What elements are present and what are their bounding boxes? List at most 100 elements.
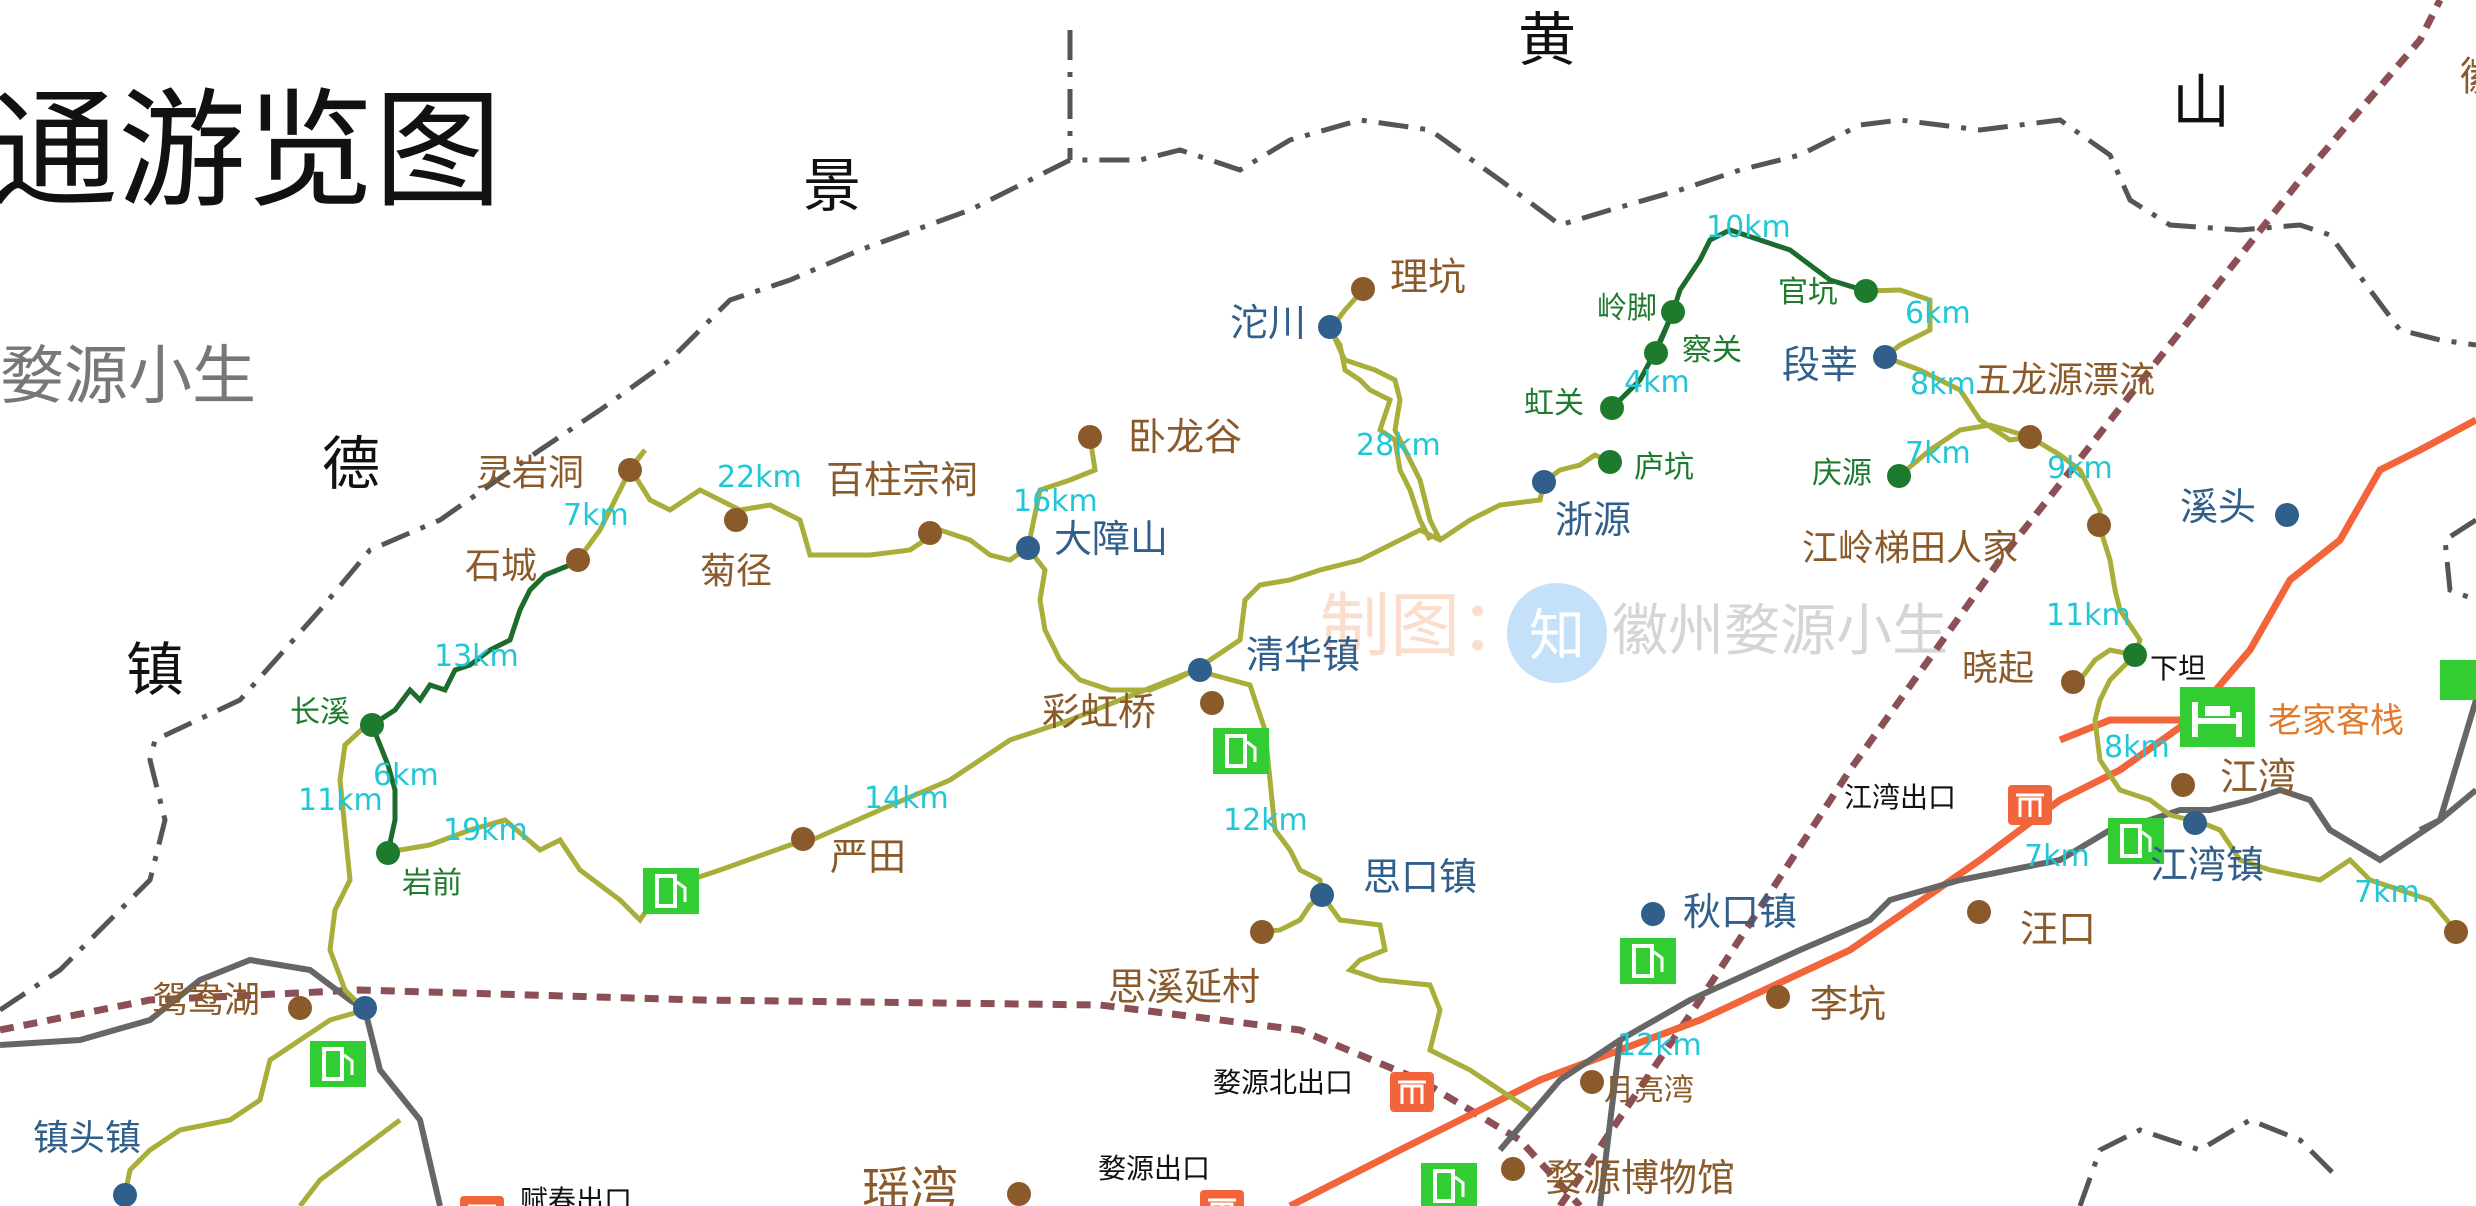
- dot-baizhu[interactable]: [918, 521, 942, 545]
- label-exit-jiangwan[interactable]: 江湾出口: [1844, 781, 1956, 814]
- label-lingjiao[interactable]: 岭脚: [1597, 291, 1657, 326]
- dot-jiangwan[interactable]: [2171, 773, 2195, 797]
- dist-11-right: 11km: [2046, 598, 2131, 633]
- dist-12-yueliang: 12km: [1617, 1028, 1702, 1063]
- label-zhentouzhen[interactable]: 镇头镇: [33, 1118, 141, 1159]
- label-hongguan[interactable]: 虹关: [1524, 386, 1584, 421]
- dot-likeng2[interactable]: [1766, 985, 1790, 1009]
- dot-hongguan[interactable]: [1600, 396, 1624, 420]
- label-exit-fuchun[interactable]: 赋春出口: [520, 1184, 632, 1206]
- dot-yueliangwan[interactable]: [1580, 1070, 1604, 1094]
- label-likeng[interactable]: 理坑: [1390, 255, 1466, 299]
- dot-zheyuan[interactable]: [1532, 470, 1556, 494]
- dot-lingyandong[interactable]: [618, 458, 642, 482]
- label-yanqian[interactable]: 岩前: [402, 866, 462, 901]
- label-xiaoqi[interactable]: 晓起: [1962, 648, 2034, 689]
- label-yuanyanghu[interactable]: 鸳鸯湖: [152, 980, 260, 1021]
- dot-xiatan[interactable]: [2123, 643, 2147, 667]
- label-changxi[interactable]: 长溪: [290, 695, 350, 730]
- label-yaowan[interactable]: 瑶湾: [862, 1162, 958, 1206]
- dot-guankeng[interactable]: [1854, 279, 1878, 303]
- dot-xitou[interactable]: [2275, 503, 2299, 527]
- dist-7-far: 7km: [2354, 875, 2420, 910]
- dot-wangkou[interactable]: [1967, 900, 1991, 924]
- dot-lingjiao[interactable]: [1661, 300, 1685, 324]
- label-exit-wuyuanbei[interactable]: 婺源北出口: [1213, 1066, 1353, 1099]
- dot-duanxin[interactable]: [1873, 345, 1897, 369]
- dot-tuochuan[interactable]: [1318, 315, 1342, 339]
- dot-shicheng[interactable]: [566, 548, 590, 572]
- label-xitou[interactable]: 溪头: [2180, 485, 2256, 529]
- label-sixiyancun[interactable]: 思溪延村: [1108, 965, 1260, 1009]
- label-lingyandong[interactable]: 灵岩洞: [476, 453, 584, 494]
- label-qingyuan[interactable]: 庆源: [1812, 456, 1872, 491]
- region-shan: 山: [2172, 68, 2230, 136]
- label-jiangling[interactable]: 江岭梯田人家: [1802, 528, 2018, 569]
- dot-qiukouzhen[interactable]: [1641, 902, 1665, 926]
- dot-far-right[interactable]: [2444, 920, 2468, 944]
- dot-wolonggu[interactable]: [1078, 425, 1102, 449]
- label-tuochuan[interactable]: 沱川: [1230, 301, 1306, 345]
- dot-xiaoqi[interactable]: [2061, 670, 2085, 694]
- label-yantian[interactable]: 严田: [830, 835, 906, 879]
- region-huang: 黄: [1518, 6, 1576, 74]
- label-jujing[interactable]: 菊径: [700, 551, 772, 592]
- label-wangkou[interactable]: 汪口: [2020, 907, 2096, 951]
- dot-jiangwanzhen[interactable]: [2183, 811, 2207, 835]
- dot-changxi[interactable]: [360, 713, 384, 737]
- dist-9: 9km: [2047, 451, 2113, 486]
- label-wulongyuan[interactable]: 五龙源漂流: [1975, 360, 2155, 401]
- label-yueliangwan[interactable]: 月亮湾: [1604, 1073, 1694, 1108]
- dot-jujing[interactable]: [724, 508, 748, 532]
- dot-yanqian[interactable]: [376, 841, 400, 865]
- dot-wulongyuan[interactable]: [2018, 425, 2042, 449]
- dot-lukeng[interactable]: [1598, 450, 1622, 474]
- label-museum[interactable]: 婺源博物馆: [1545, 1156, 1735, 1200]
- label-caihongqiao[interactable]: 彩虹桥: [1042, 690, 1156, 734]
- fuel-station-icon: [1421, 1163, 1477, 1206]
- label-xiatan[interactable]: 下坦: [2150, 652, 2206, 685]
- label-lukeng[interactable]: 庐坑: [1634, 450, 1694, 485]
- dot-qingyuan[interactable]: [1887, 464, 1911, 488]
- dot-yuanyanghu[interactable]: [288, 996, 312, 1020]
- dot-sikouzhen[interactable]: [1310, 883, 1334, 907]
- label-duanxin[interactable]: 段莘: [1782, 343, 1858, 387]
- label-shicheng[interactable]: 石城: [465, 546, 537, 587]
- dot-junction[interactable]: [353, 996, 377, 1020]
- dist-6-left: 6km: [373, 758, 439, 793]
- fuel-station-icon: [1620, 938, 1676, 984]
- watermark-badge: 知: [1529, 604, 1585, 669]
- label-chaguan[interactable]: 察关: [1682, 333, 1742, 368]
- label-zheyuan[interactable]: 浙源: [1555, 498, 1631, 542]
- dot-zhentouzhen[interactable]: [113, 1183, 137, 1206]
- label-jiangwanzhen[interactable]: 江湾镇: [2150, 843, 2264, 887]
- dist-12-sikou: 12km: [1223, 803, 1308, 838]
- dot-yaowan[interactable]: [1007, 1182, 1031, 1206]
- label-wolonggu[interactable]: 卧龙谷: [1128, 415, 1242, 459]
- dot-chaguan[interactable]: [1644, 341, 1668, 365]
- fuel-station-icon: [310, 1041, 366, 1087]
- dot-sixiyancun[interactable]: [1250, 920, 1274, 944]
- label-likeng2[interactable]: 李坑: [1810, 982, 1886, 1026]
- dot-qinghuazhen[interactable]: [1188, 658, 1212, 682]
- place-labels: 灵岩洞 石城 长溪 岩前 鸳鸯湖 镇头镇 菊径 百柱宗祠 卧龙谷 大障山 彩虹桥…: [33, 255, 2404, 1206]
- dot-museum[interactable]: [1501, 1157, 1525, 1181]
- label-jiangwan[interactable]: 江湾: [2220, 755, 2296, 799]
- dot-likeng[interactable]: [1351, 277, 1375, 301]
- label-qiukouzhen[interactable]: 秋口镇: [1683, 890, 1797, 934]
- dot-yantian[interactable]: [791, 827, 815, 851]
- label-guankeng[interactable]: 官坑: [1778, 275, 1838, 310]
- label-laojia[interactable]: 老家客栈: [2268, 701, 2404, 741]
- label-baizhu[interactable]: 百柱宗祠: [826, 458, 978, 502]
- watermark-name: 徽州婺源小生: [1612, 599, 1948, 664]
- label-dazhangshan[interactable]: 大障山: [1054, 517, 1168, 561]
- label-exit-wuyuan[interactable]: 婺源出口: [1098, 1152, 1210, 1185]
- fuel-stations: [310, 728, 2164, 1206]
- label-sikouzhen[interactable]: 思口镇: [1363, 855, 1477, 899]
- label-qinghuazhen[interactable]: 清华镇: [1246, 633, 1360, 677]
- highway-exit-icon: [1390, 1072, 1434, 1112]
- dot-caihongqiao[interactable]: [1200, 691, 1224, 715]
- dot-jiangling[interactable]: [2087, 513, 2111, 537]
- dot-dazhangshan[interactable]: [1016, 536, 1040, 560]
- highway-exit-icon: [460, 1196, 504, 1206]
